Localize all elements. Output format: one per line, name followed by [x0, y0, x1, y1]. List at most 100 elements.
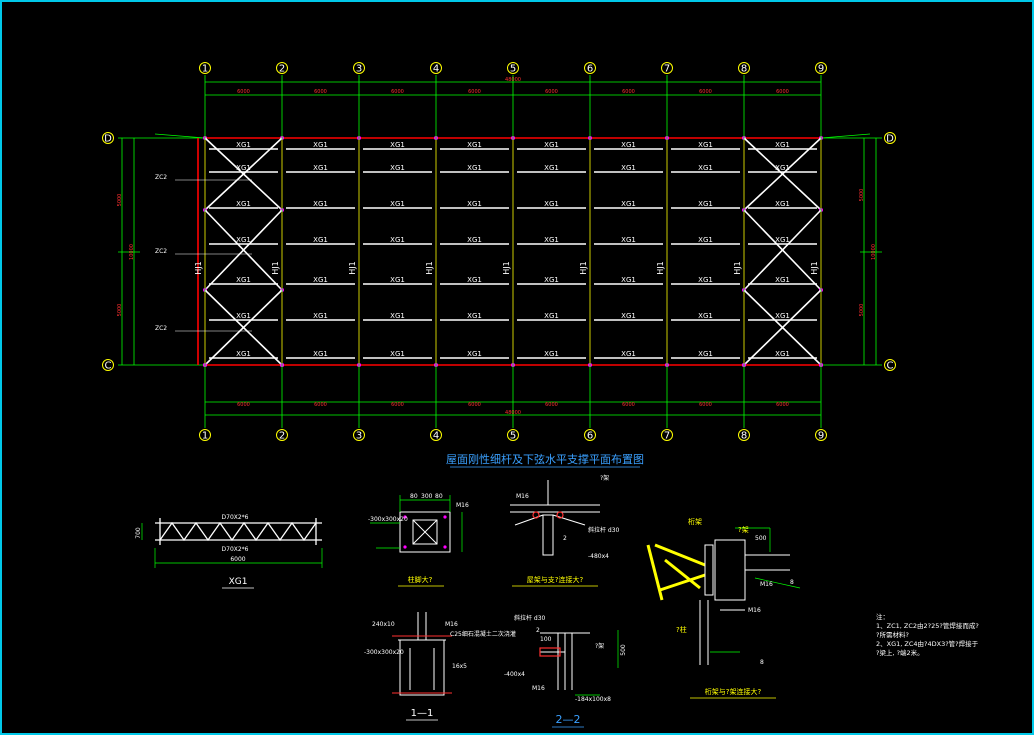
section-2-2-title: 2—2 [556, 713, 581, 726]
bay-dim-3-bottom: 6000 [391, 402, 404, 408]
s11-weld: 16x5 [452, 663, 467, 670]
truss-bottom-chord-label: D70X2*6 [222, 546, 249, 553]
xg-label: XG1 [390, 236, 405, 244]
xg-label: XG1 [236, 276, 251, 284]
roof-support-title: 屋架与支?连接大? [527, 575, 584, 584]
truss-column-title: 桁架与?架连接大? [705, 687, 762, 696]
bay-dim-1-top: 6000 [237, 89, 250, 95]
axis-bubble-8-bottom: 8 [738, 429, 750, 442]
xg-label: XG1 [390, 164, 405, 172]
xg-label: XG1 [467, 350, 482, 358]
svg-text:6: 6 [587, 64, 593, 75]
bay-dim-6-top: 6000 [622, 89, 635, 95]
axis-bubble-6-top: 6 [584, 62, 596, 75]
xg-label: XG1 [621, 312, 636, 320]
xg-label: XG1 [621, 141, 636, 149]
svg-text:D: D [104, 134, 112, 145]
s11-stiff: 240x10 [372, 621, 395, 628]
xg-label: XG1 [313, 350, 328, 358]
xg-label: XG1 [621, 276, 636, 284]
svg-text:7: 7 [664, 431, 670, 442]
hj-label-1: HJ1 [194, 261, 203, 274]
bay-dim-8-bottom: 6000 [776, 402, 789, 408]
xg-label: XG1 [313, 236, 328, 244]
xg-label: XG1 [698, 164, 713, 172]
section-1-1-detail: M16 -300x300x20 C25细石混凝土二次浇灌 240x10 16x5… [364, 612, 516, 721]
xg-label: XG1 [313, 141, 328, 149]
axis-bubble-4-bottom: 4 [430, 429, 442, 442]
axis-bubble-9-bottom: 9 [815, 429, 827, 442]
hj-label-7: HJ1 [656, 261, 665, 274]
axis-bubble-8-top: 8 [738, 62, 750, 75]
hj-label-6: HJ1 [579, 261, 588, 274]
tc-label-bolt-2: M16 [748, 607, 761, 614]
svg-text:C: C [887, 361, 894, 372]
svg-text:2: 2 [279, 64, 285, 75]
bay-dim-4-top: 6000 [468, 89, 481, 95]
bay-dim-6-bottom: 6000 [622, 402, 635, 408]
xg-label: XG1 [698, 236, 713, 244]
xg-label: XG1 [236, 312, 251, 320]
axis-bubble-4-top: 4 [430, 62, 442, 75]
svg-text:3: 3 [356, 431, 362, 442]
xg-label: XG1 [544, 276, 559, 284]
svg-text:8: 8 [741, 431, 747, 442]
tc-label-500: 500 [755, 535, 767, 542]
roof-support-label-bolt: M16 [516, 493, 529, 500]
section-2-2-detail: 斜拉杆 d30 2 100 ?架 500 -400x4 M16 -184x100… [504, 614, 627, 728]
bay-dim-2-bottom: 6000 [314, 402, 327, 408]
svg-text:3: 3 [356, 64, 362, 75]
xg-label: XG1 [313, 276, 328, 284]
xg-label: XG1 [467, 276, 482, 284]
xg-label: XG1 [390, 200, 405, 208]
xg-label: XG1 [775, 236, 790, 244]
truss-height-dim: 700 [135, 527, 142, 539]
svg-text:C: C [105, 361, 112, 372]
xg-label: XG1 [467, 200, 482, 208]
tc-label-8b: 8 [760, 659, 764, 666]
truss-top-chord-label: D70X2*6 [222, 514, 249, 521]
xg-label: XG1 [467, 141, 482, 149]
bay-dim-8-top: 6000 [776, 89, 789, 95]
side-dim-total: 10000 [129, 244, 135, 260]
xg-label: XG1 [775, 141, 790, 149]
note-line-4: ?梁上, ?端2米。 [876, 648, 924, 657]
xg-label: XG1 [236, 350, 251, 358]
xg-label: XG1 [236, 141, 251, 149]
axis-bubble-2-top: 2 [276, 62, 288, 75]
svg-text:2: 2 [279, 431, 285, 442]
s22-500: 500 [620, 644, 627, 656]
side-dim-upper: 5000 [117, 194, 123, 207]
zc-label-2: ZC2 [155, 248, 167, 255]
s11-plate: -300x300x20 [364, 649, 404, 656]
axis-bubble-5-top: 5 [507, 62, 519, 75]
svg-text:4: 4 [433, 64, 439, 75]
xg-label: XG1 [621, 350, 636, 358]
axis-bubble-1-bottom: 1 [199, 429, 211, 442]
note-line-1: 1、ZC1, ZC2由2?25?管焊接而成? [876, 621, 979, 630]
s22-frame: ?架 [595, 642, 604, 650]
axis-bubble-1-top: 1 [199, 62, 211, 75]
roof-support-label-2: 2 [563, 535, 567, 542]
roof-support-detail: ?架 M16 斜拉杆 d30 -480x4 2 屋架与支?连接大? [510, 474, 620, 587]
axis-bubble-5-bottom: 5 [507, 429, 519, 442]
hj-label-4: HJ1 [425, 261, 434, 274]
xg-label: XG1 [544, 164, 559, 172]
xg-label: XG1 [390, 141, 405, 149]
svg-text:4: 4 [433, 431, 439, 442]
axis-bubble-7-bottom: 7 [661, 429, 673, 442]
xg-label: XG1 [775, 200, 790, 208]
bay-dim-1-bottom: 6000 [237, 402, 250, 408]
bay-dim-4-bottom: 6000 [468, 402, 481, 408]
hj-label-8: HJ1 [733, 261, 742, 274]
xg-label: XG1 [698, 276, 713, 284]
purlins [209, 148, 817, 359]
svg-text:1: 1 [202, 431, 208, 442]
hj-label-3: HJ1 [348, 261, 357, 274]
xg-label: XG1 [236, 164, 251, 172]
bay-dim-2-top: 6000 [314, 89, 327, 95]
axis-bubble-D-left: D [102, 132, 114, 145]
axis-bubble-3-bottom: 3 [353, 429, 365, 442]
svg-text:6: 6 [587, 431, 593, 442]
